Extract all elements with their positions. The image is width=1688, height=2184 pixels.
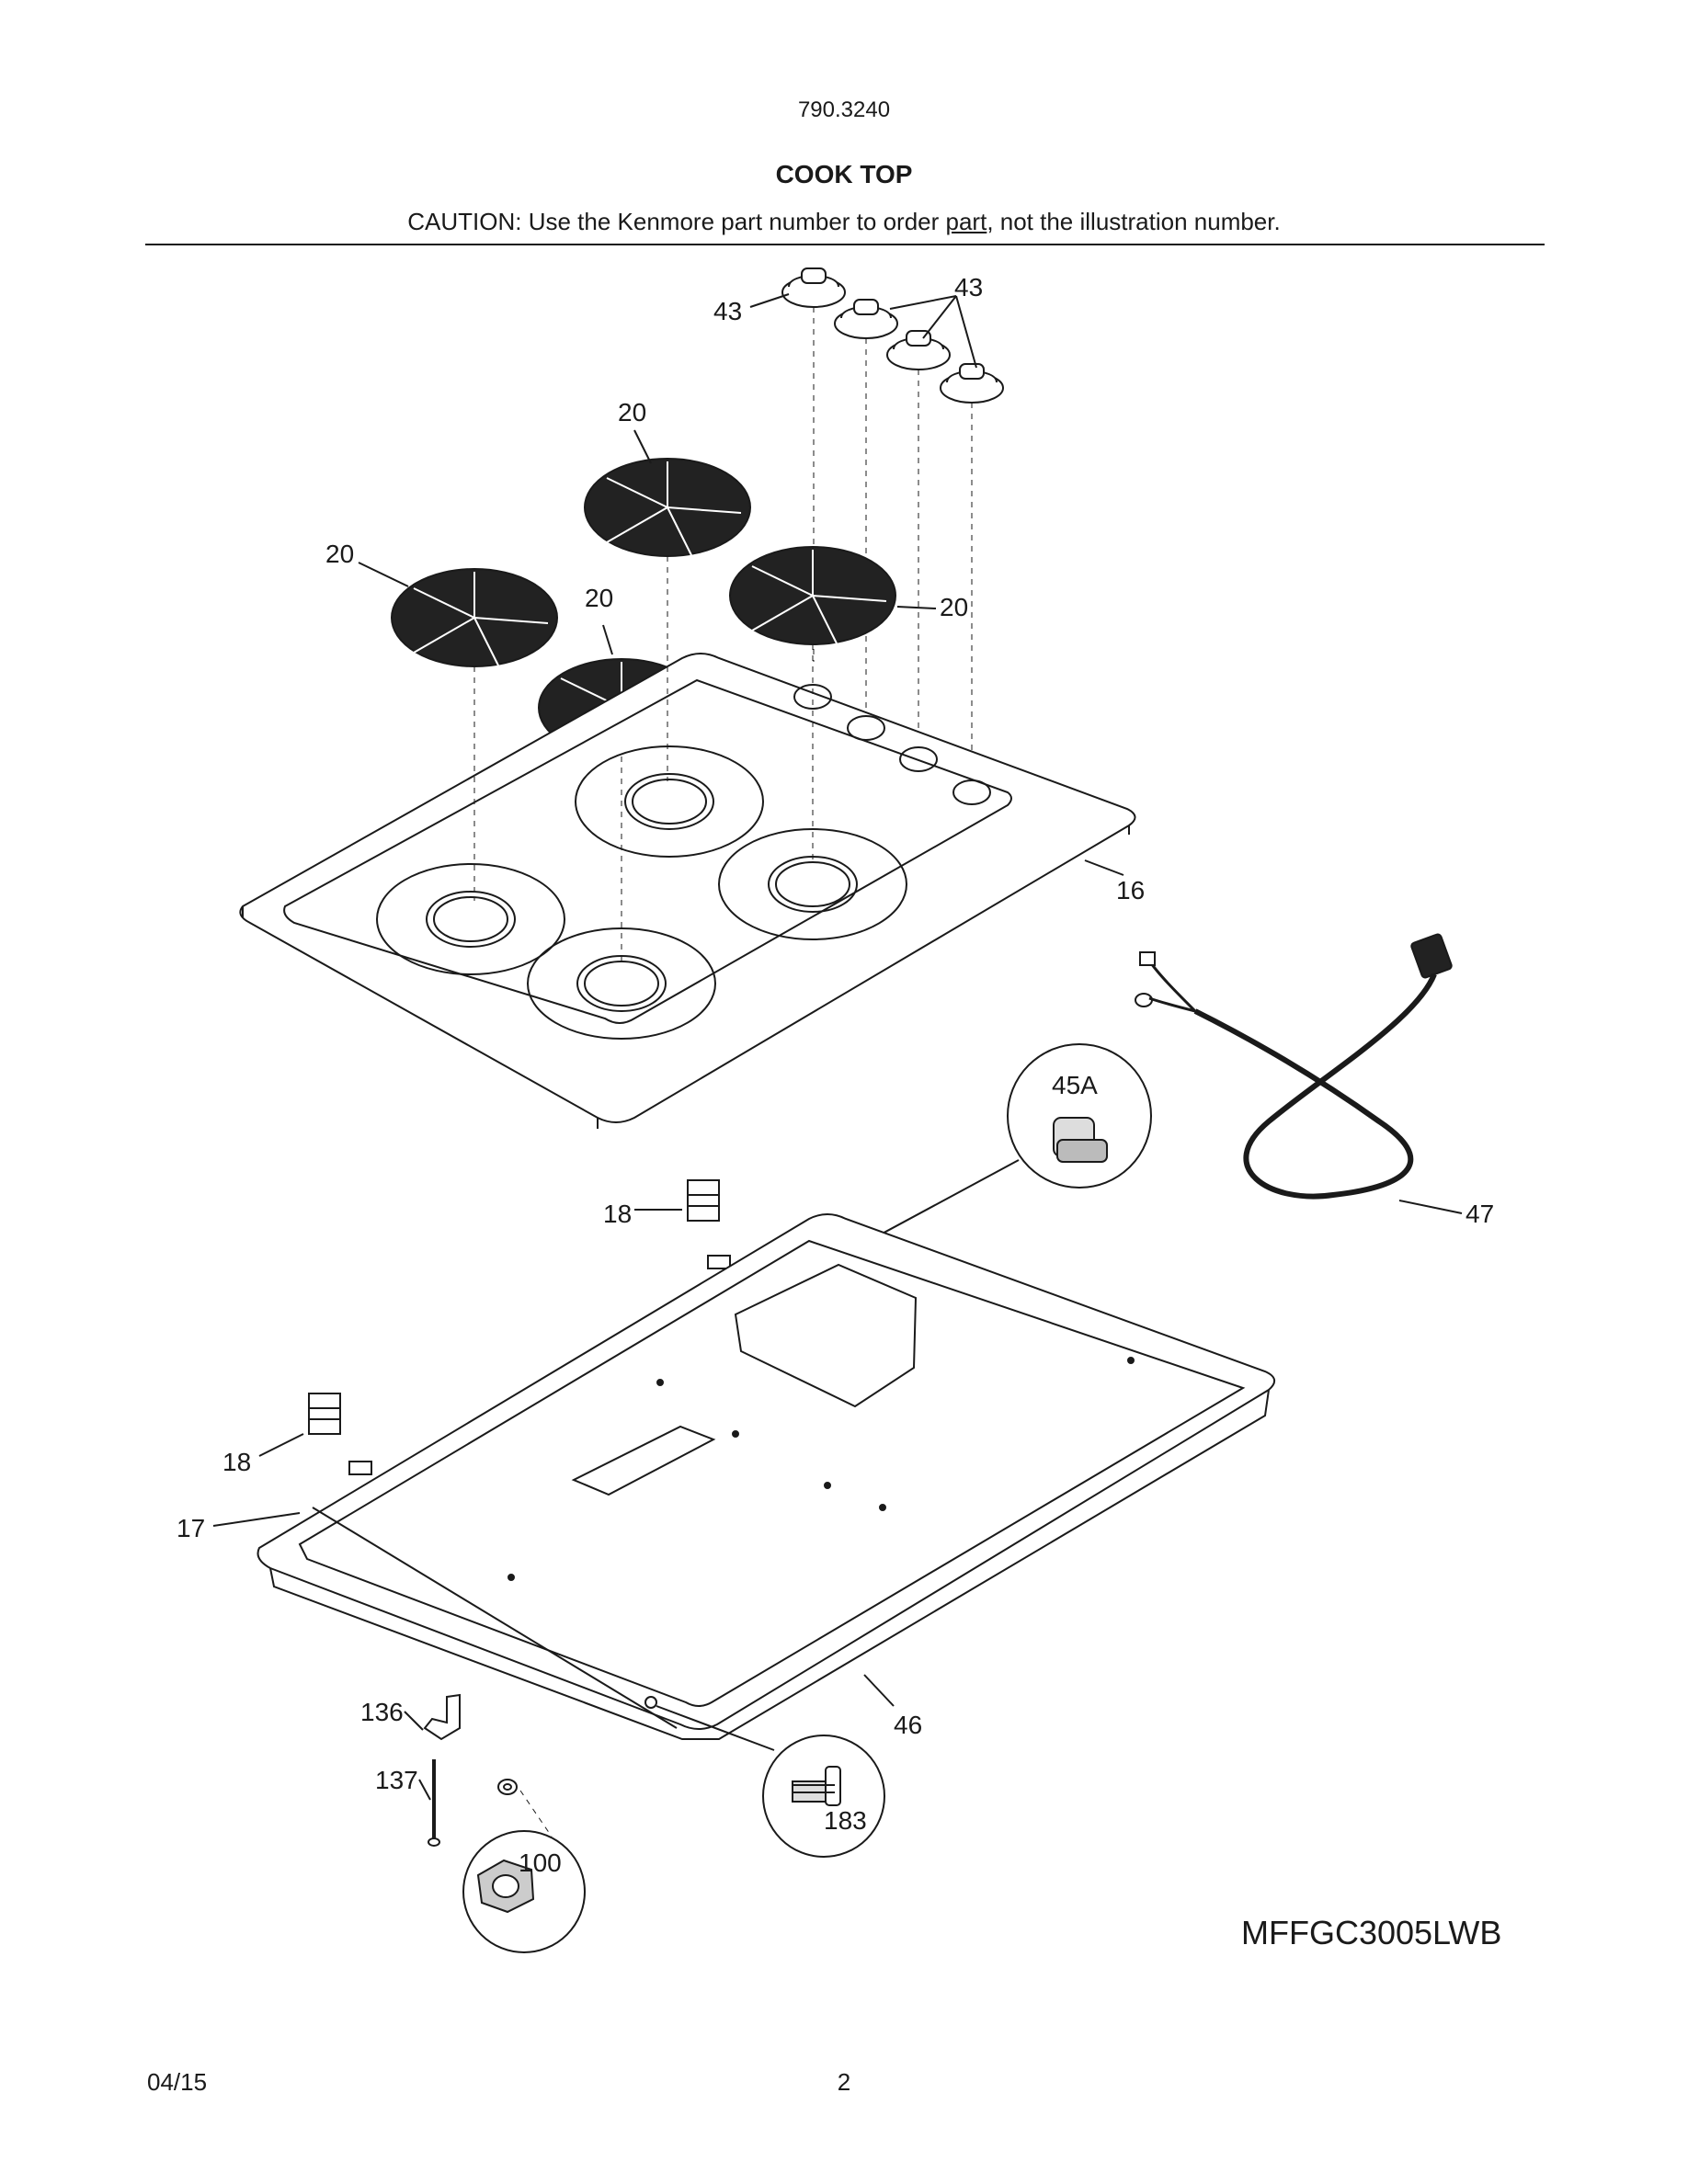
callout-grate-back: 20 (618, 398, 646, 427)
leader-43-c (955, 295, 977, 369)
leader-20-right (896, 606, 937, 609)
knob-1 (781, 267, 846, 308)
knob-4 (940, 363, 1004, 404)
cooktop-surface (239, 556, 1136, 1129)
model-number: 790.3240 (797, 97, 891, 122)
bracket (423, 1693, 461, 1741)
grate-right (729, 546, 896, 645)
callout-bracket: 136 (360, 1698, 404, 1726)
nut-detail-circle (462, 1790, 586, 1953)
callout-switch: 45A (1052, 1071, 1098, 1099)
callout-knob-left: 43 (713, 297, 742, 325)
caution-note: CAUTION: Use the Kenmore part number to … (0, 208, 1688, 236)
knob-3 (886, 330, 951, 370)
callout-nut: 100 (519, 1848, 562, 1877)
caution-part-word: part (945, 208, 987, 235)
leader-136 (404, 1711, 424, 1731)
model-code: MFFGC3005LWB (1241, 1914, 1502, 1951)
leader-20-front (602, 624, 613, 655)
bolt-detail-circle (644, 1696, 885, 1858)
base-pan (257, 1213, 1275, 1740)
power-cord (1135, 933, 1453, 1200)
knob-2 (834, 299, 898, 339)
hinge-top (687, 1179, 731, 1269)
callout-hinge-top: 18 (603, 1200, 632, 1228)
callout-grate-left: 20 (325, 540, 354, 568)
screw (428, 1759, 440, 1847)
page-title: COOK TOP (775, 160, 913, 188)
grate-back (584, 458, 751, 557)
knob-guide-lines (813, 307, 973, 781)
leader-137 (418, 1779, 431, 1801)
callout-screw: 137 (375, 1766, 418, 1794)
leader-43-b (922, 295, 957, 339)
callout-hinge-left: 18 (222, 1448, 251, 1476)
leader-17 (212, 1512, 301, 1527)
callout-bolt: 183 (824, 1806, 867, 1835)
washer (497, 1779, 518, 1795)
callout-cooktop: 16 (1116, 876, 1145, 904)
leader-20-back (633, 429, 652, 464)
hinge-left (308, 1393, 372, 1475)
callout-grate-front: 20 (585, 584, 613, 612)
grate-left (391, 568, 558, 667)
leader-47 (1398, 1200, 1463, 1214)
callout-grate-right: 20 (940, 593, 968, 621)
callout-knob-right: 43 (954, 273, 983, 301)
leader-46 (863, 1674, 895, 1707)
leader-16 (1084, 859, 1124, 876)
leader-43-left (749, 293, 790, 308)
callout-trim: 17 (177, 1514, 205, 1542)
leader-18-left (258, 1433, 304, 1457)
leader-43-a (889, 295, 957, 310)
callout-cord: 47 (1466, 1200, 1494, 1228)
revision-date: 04/15 (147, 2068, 208, 2096)
caution-prefix: CAUTION: Use the Kenmore part number to … (407, 208, 946, 235)
header-divider (145, 244, 1545, 245)
leader-20-left (358, 562, 409, 587)
control-knobs (749, 267, 1004, 781)
callout-base-pan: 46 (894, 1711, 922, 1739)
page-number: 2 (837, 2068, 851, 2096)
switch-detail-circle (806, 1043, 1152, 1275)
caution-suffix: , not the illustration number. (987, 208, 1281, 235)
